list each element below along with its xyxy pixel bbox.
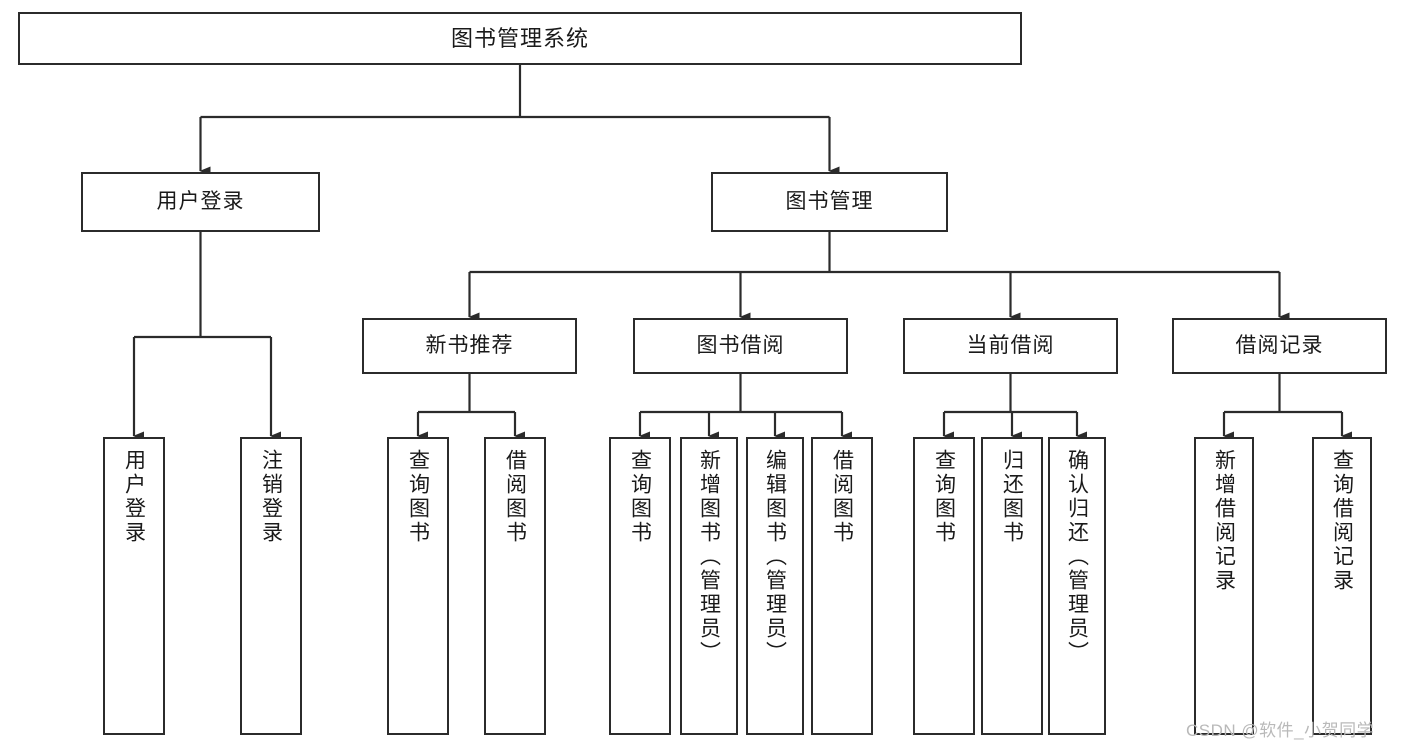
node-user-login[interactable]: 用户登录 [81, 172, 320, 232]
leaf-confirm-return[interactable]: 确认归还（管理员） [1048, 437, 1106, 735]
node-book-manage[interactable]: 图书管理 [711, 172, 948, 232]
leaf-add-book[interactable]: 新增图书（管理员） [680, 437, 738, 735]
node-user-login-label: 用户登录 [156, 189, 245, 213]
leaf-logout[interactable]: 注销登录 [240, 437, 302, 735]
node-new-book-recommend[interactable]: 新书推荐 [362, 318, 577, 374]
leaf-query-borrow-record-label: 查询借阅记录 [1330, 449, 1354, 593]
leaf-add-borrow-record[interactable]: 新增借阅记录 [1194, 437, 1254, 735]
leaf-return-book-label: 归还图书 [1000, 449, 1024, 545]
leaf-user-login[interactable]: 用户登录 [103, 437, 165, 735]
node-borrow-record-label: 借阅记录 [1235, 333, 1324, 357]
node-root-label: 图书管理系统 [450, 25, 589, 51]
leaf-query-book-3[interactable]: 查询图书 [913, 437, 975, 735]
leaf-borrow-book-1[interactable]: 借阅图书 [484, 437, 546, 735]
leaf-borrow-book-1-label: 借阅图书 [503, 449, 527, 545]
leaf-query-book-2[interactable]: 查询图书 [609, 437, 671, 735]
node-current-borrow[interactable]: 当前借阅 [903, 318, 1118, 374]
leaf-query-borrow-record[interactable]: 查询借阅记录 [1312, 437, 1372, 735]
leaf-borrow-book-2[interactable]: 借阅图书 [811, 437, 873, 735]
leaf-logout-label: 注销登录 [259, 449, 283, 545]
leaf-return-book[interactable]: 归还图书 [981, 437, 1043, 735]
leaf-borrow-book-2-label: 借阅图书 [830, 449, 854, 545]
leaf-query-book-2-label: 查询图书 [628, 449, 652, 545]
leaf-confirm-return-label: 确认归还（管理员） [1065, 449, 1089, 665]
leaf-query-book-3-label: 查询图书 [932, 449, 956, 545]
node-book-borrow[interactable]: 图书借阅 [633, 318, 848, 374]
leaf-query-book-1-label: 查询图书 [406, 449, 430, 545]
watermark: CSDN @软件_小贺同学 [1186, 721, 1375, 740]
leaf-query-book-1[interactable]: 查询图书 [387, 437, 449, 735]
node-borrow-record[interactable]: 借阅记录 [1172, 318, 1387, 374]
leaf-edit-book-label: 编辑图书（管理员） [763, 449, 787, 665]
leaf-user-login-label: 用户登录 [122, 449, 146, 545]
leaf-add-borrow-record-label: 新增借阅记录 [1212, 449, 1236, 593]
node-book-manage-label: 图书管理 [785, 189, 874, 213]
node-new-book-recommend-label: 新书推荐 [425, 333, 514, 357]
node-book-borrow-label: 图书借阅 [696, 333, 785, 357]
leaf-add-book-label: 新增图书（管理员） [697, 449, 721, 665]
node-root[interactable]: 图书管理系统 [18, 12, 1022, 65]
node-current-borrow-label: 当前借阅 [966, 333, 1055, 357]
leaf-edit-book[interactable]: 编辑图书（管理员） [746, 437, 804, 735]
